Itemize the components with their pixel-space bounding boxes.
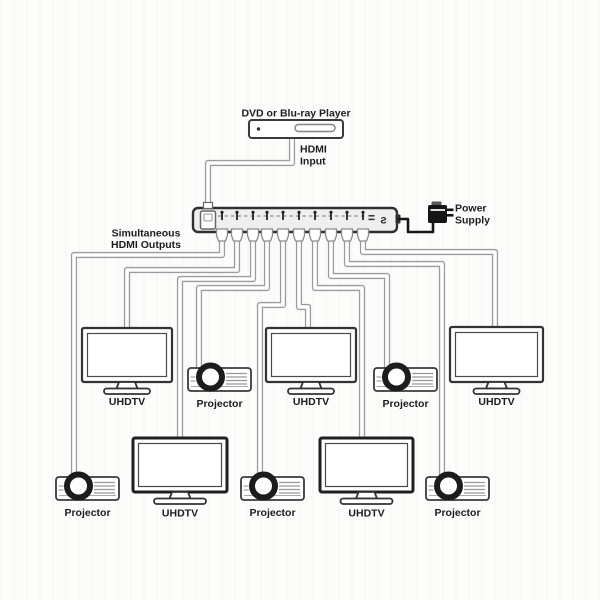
hdmi-plug-icon: [308, 210, 322, 242]
hdmi-plug-icon: [215, 210, 229, 242]
projector-icon: Projector: [240, 471, 305, 519]
cable-layer: [70, 136, 499, 487]
device-label: Projector: [434, 507, 480, 519]
hdmi-plug-icon: [292, 210, 306, 242]
hdmi-output-cable-7: [311, 237, 366, 446]
hdmi-input-label-line1: HDMI: [300, 144, 327, 156]
device-label: UHDTV: [109, 396, 145, 408]
device-label: UHDTV: [293, 396, 329, 408]
hdmi-input-label-line2: Input: [300, 156, 326, 168]
power-supply-label-line2: Supply: [455, 215, 490, 227]
hdmi-plug-icon: [246, 210, 260, 242]
outputs-label-line2: HDMI Outputs: [111, 239, 181, 251]
device-label: Projector: [382, 398, 428, 410]
device-label: Projector: [249, 507, 295, 519]
power-supply-label-line1: Power: [455, 203, 487, 215]
hdmi-input-port-icon: [199, 201, 217, 230]
power-adapter-icon: [428, 201, 454, 223]
player-led: [256, 127, 261, 131]
output-ports: [215, 210, 370, 242]
hdmi-plug-icon: [230, 210, 244, 242]
power-cable: [398, 217, 435, 234]
source-label: DVD or Blu-ray Player: [241, 108, 350, 120]
device-label: UHDTV: [478, 396, 514, 408]
hdmi-splitter-icon: S: [191, 201, 401, 242]
hdmi-plug-icon: [340, 210, 354, 242]
hdmi-output-cable-9: [343, 237, 446, 486]
equals-mark: [368, 215, 375, 221]
power-group: [398, 201, 454, 234]
hdmi-output-cable-2: [123, 237, 241, 336]
hdmi-output-cable-1: [70, 237, 226, 487]
hdmi-plug-icon: [356, 210, 370, 242]
hdmi-plug-icon: [324, 210, 338, 242]
uhdtv-icon: UHDTV: [131, 436, 229, 520]
device-label: UHDTV: [348, 508, 384, 520]
hdmi-output-cable-10: [359, 237, 499, 335]
hdmi-output-cable-5: [256, 237, 287, 486]
hdmi-output-cable-4: [195, 237, 271, 380]
device-label: Projector: [196, 398, 242, 410]
hdmi-output-cable-8: [327, 237, 391, 380]
device-label: Projector: [64, 507, 110, 519]
hdmi-input-cable: [204, 136, 296, 212]
dvd-player-icon: [248, 119, 344, 139]
device-label: UHDTV: [162, 508, 198, 520]
hdmi-plug-icon: [260, 210, 274, 242]
uhdtv-icon: UHDTV: [264, 326, 358, 408]
hdmi-plug-icon: [276, 210, 290, 242]
disc-tray: [294, 123, 336, 133]
hdmi-output-cable-3: [176, 237, 257, 446]
projector-icon: Projector: [425, 471, 490, 519]
uhdtv-icon: UHDTV: [80, 326, 174, 408]
uhdtv-icon: UHDTV: [318, 436, 415, 520]
projector-icon: Projector: [373, 362, 438, 410]
outputs-label-line1: Simultaneous: [112, 228, 181, 240]
projector-icon: Projector: [187, 362, 252, 410]
hdmi-output-cable-6: [295, 237, 312, 336]
projector-icon: Projector: [55, 471, 120, 519]
dc-mark: S: [380, 216, 386, 226]
uhdtv-icon: UHDTV: [448, 325, 545, 408]
